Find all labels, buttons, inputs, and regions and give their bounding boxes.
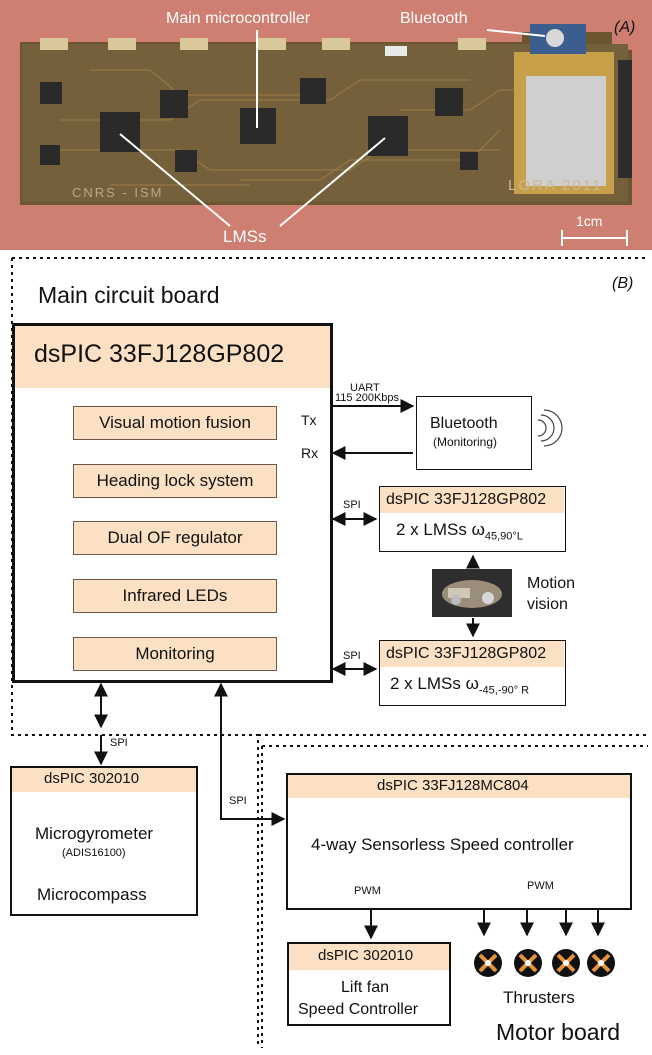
- lms-top-header: [380, 487, 564, 513]
- wireless-signal-icon: [537, 409, 563, 447]
- lms-top-chip: dsPIC 33FJ128GP802: [386, 491, 547, 508]
- lms-top-subscript: 45,90°L: [484, 530, 523, 543]
- spi-motor-arrow: [214, 682, 286, 826]
- pwm-thrusters-label: PWM: [527, 880, 554, 892]
- panel-b-label: (B): [612, 275, 634, 292]
- lms-bottom-text: 2 x LMSs ω-45,-90° R: [390, 675, 529, 696]
- sensor-header: [12, 768, 196, 792]
- sensor-chip: dsPIC 302010: [44, 770, 140, 787]
- lms-bottom-header: [380, 641, 564, 667]
- thruster-icon: [474, 949, 502, 977]
- sensor-gyro-model: (ADIS16100): [62, 847, 126, 859]
- callout-bluetooth: Bluetooth: [400, 10, 468, 27]
- sensor-box: [10, 766, 198, 916]
- main-chip-header: [15, 326, 330, 388]
- spi-motor-label: SPI: [229, 795, 247, 807]
- motor-controller-header: [288, 775, 630, 798]
- spi-bottom-label: SPI: [343, 650, 361, 662]
- rx-label: Rx: [301, 445, 319, 461]
- callout-main-microcontroller: Main microcontroller: [166, 10, 311, 27]
- motion-vision-robot-icon: [432, 569, 512, 617]
- thruster-icon: [587, 949, 615, 977]
- pcb-silkscreen-left: CNRS - ISM: [72, 185, 164, 200]
- function-infrared-leds: Infrared LEDs: [73, 579, 277, 613]
- motor-board-title: Motor board: [496, 1019, 621, 1045]
- callout-lines: [119, 29, 628, 246]
- lms-top-text: 2 x LMSs ω45,90°L: [396, 521, 523, 542]
- tx-label: Tx: [301, 412, 317, 428]
- motor-controller-label: 4-way Sensorless Speed controller: [311, 835, 574, 854]
- lms-bottom-box: [379, 640, 566, 706]
- spi-top-label: SPI: [343, 499, 361, 511]
- uart-label: UART: [350, 382, 380, 394]
- motor-controller-box: [286, 773, 632, 910]
- function-visual-motion-fusion: Visual motion fusion: [73, 406, 277, 440]
- bluetooth-subtitle: (Monitoring): [433, 435, 498, 449]
- sensor-gyro: Microgyrometer: [35, 824, 154, 843]
- spi-sensor-label: SPI: [110, 737, 128, 749]
- thrusters-label: Thrusters: [503, 988, 575, 1007]
- thruster-icons: [474, 949, 615, 977]
- main-chip-name: dsPIC 33FJ128GP802: [34, 340, 285, 368]
- uart-rate: 115 200Kbps: [335, 392, 400, 404]
- panel-a-label: (A): [614, 19, 636, 36]
- main-chip-box: [12, 323, 333, 683]
- pcb-photo-panel: Main microcontroller Bluetooth (A) CNRS …: [0, 0, 652, 250]
- thruster-icon: [552, 949, 580, 977]
- lms-top-box: [379, 486, 566, 552]
- function-monitoring: Monitoring: [73, 637, 277, 671]
- lift-fan-header: [289, 944, 449, 970]
- function-heading-lock-system: Heading lock system: [73, 464, 277, 498]
- lms-bottom-chip: dsPIC 33FJ128GP802: [386, 645, 547, 662]
- function-dual-of-regulator: Dual OF regulator: [73, 521, 277, 555]
- callout-lmss: LMSs: [223, 227, 267, 246]
- lift-fan-box: [287, 942, 451, 1026]
- lms-top-main: 2 x LMSs ω: [396, 520, 485, 539]
- lift-fan-line1: Lift fan: [341, 979, 390, 996]
- motor-chip: dsPIC 33FJ128MC804: [377, 777, 529, 794]
- motion-vision-line2: vision: [527, 596, 568, 613]
- pcb-silkscreen-right: LORA 2011: [508, 177, 603, 194]
- bluetooth-title: Bluetooth: [430, 415, 498, 432]
- lift-fan-line2: Speed Controller: [298, 1001, 419, 1018]
- main-board-title: Main circuit board: [38, 282, 220, 308]
- pcb-illustration: [0, 0, 652, 250]
- bluetooth-box: [416, 396, 532, 470]
- sensor-compass: Microcompass: [37, 885, 147, 904]
- motion-vision-line1: Motion: [527, 575, 576, 592]
- lift-fan-chip: dsPIC 302010: [318, 947, 414, 964]
- lms-bottom-main: 2 x LMSs ω: [390, 674, 479, 693]
- scale-bar-label: 1cm: [576, 213, 603, 229]
- lms-bottom-subscript: -45,-90° R: [478, 684, 530, 697]
- thruster-icon: [514, 949, 542, 977]
- pwm-liftfan-label: PWM: [354, 885, 381, 897]
